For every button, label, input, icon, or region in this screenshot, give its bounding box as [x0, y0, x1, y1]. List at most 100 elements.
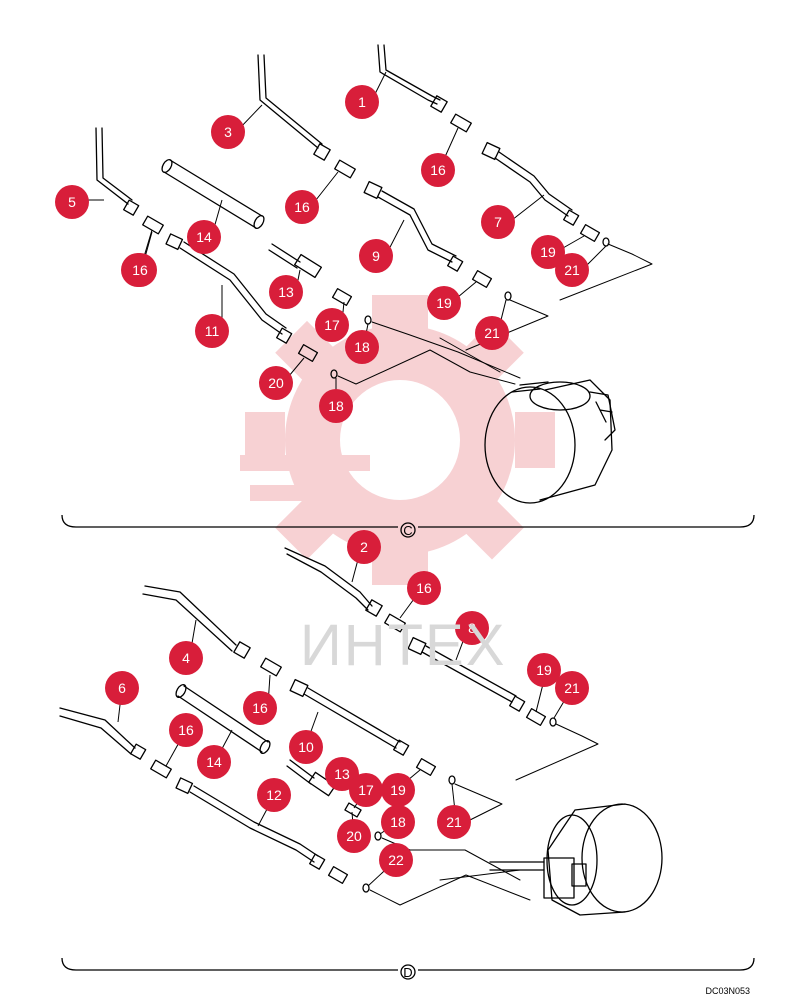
callout-16: 16 — [123, 253, 157, 287]
figure-code: DC03N053 — [705, 986, 750, 996]
callout-14: 14 — [187, 220, 221, 254]
callout-number: 16 — [178, 722, 194, 738]
callout-bubble — [407, 571, 441, 605]
callout-bubble — [345, 330, 379, 364]
hose-13 — [286, 759, 336, 797]
callout-19: 19 — [381, 773, 415, 807]
pipe-2 — [284, 547, 383, 617]
callout-number: 18 — [328, 398, 344, 414]
callout-18: 18 — [319, 389, 353, 423]
callout-number: 4 — [182, 650, 190, 666]
callout-9: 9 — [359, 239, 393, 273]
o-ring-22 — [362, 883, 370, 893]
callout-bubble — [345, 85, 379, 119]
callout-number: 5 — [68, 194, 76, 210]
callout-bubble — [455, 611, 489, 645]
pipe-9 — [363, 180, 464, 272]
watermark-gear-icon — [240, 295, 555, 585]
callout-number: 20 — [346, 828, 362, 844]
callout-bubble — [427, 286, 461, 320]
callout-19: 19 — [531, 235, 565, 269]
callout-bubble — [555, 253, 589, 287]
callout-4: 4 — [169, 641, 203, 675]
pipe-10 — [289, 678, 410, 756]
callout-number: 16 — [430, 162, 446, 178]
callout-bubble — [55, 185, 89, 219]
callout-bubble — [481, 205, 515, 239]
fitting-19 — [415, 758, 437, 776]
callout-bubble — [269, 275, 303, 309]
callout-number: 16 — [252, 700, 268, 716]
callout-bubble — [381, 773, 415, 807]
callout-bubble — [169, 641, 203, 675]
callout-number: 21 — [446, 814, 462, 830]
pipe-5 — [95, 127, 140, 216]
fitting-17 — [331, 288, 353, 306]
callout-number: 21 — [484, 325, 500, 341]
callout-20: 20 — [259, 366, 293, 400]
callout-21: 21 — [475, 316, 509, 350]
callout-16: 16 — [285, 190, 319, 224]
callout-17: 17 — [315, 308, 349, 342]
pipe-12 — [175, 777, 326, 870]
callout-bubble — [359, 239, 393, 273]
callout-bubble — [257, 778, 291, 812]
callout-3: 3 — [211, 115, 245, 149]
callout-bubble — [105, 671, 139, 705]
fitting-20 — [327, 866, 349, 884]
fitting-16 — [450, 113, 472, 133]
callout-number: 21 — [564, 262, 580, 278]
callout-bubble — [285, 190, 319, 224]
callout-number: 14 — [196, 229, 212, 245]
o-ring-21 — [549, 717, 557, 727]
fitting-16 — [384, 613, 406, 633]
callout-number: 13 — [278, 284, 294, 300]
callout-number: 19 — [390, 782, 406, 798]
callout-number: 9 — [372, 248, 380, 264]
watermark-text: ИНТЕХ — [300, 613, 507, 678]
callout-bubble — [123, 253, 157, 287]
callout-19: 19 — [427, 286, 461, 320]
callout-number: 19 — [436, 295, 452, 311]
callout-bubble — [315, 308, 349, 342]
callout-number: 7 — [494, 214, 502, 230]
o-ring-21 — [504, 291, 512, 301]
hose-13 — [268, 243, 323, 279]
section-label-upper: C — [403, 523, 412, 538]
callout-21: 21 — [555, 671, 589, 705]
callout-number: 2 — [360, 539, 368, 555]
pipe-1 — [377, 44, 448, 113]
protector-14 — [175, 683, 271, 755]
o-ring-21 — [448, 775, 456, 785]
callout-bubble — [527, 653, 561, 687]
callout-19: 19 — [527, 653, 561, 687]
callout-1: 1 — [345, 85, 379, 119]
pipe-3 — [257, 54, 331, 161]
callout-bubble — [347, 530, 381, 564]
callout-number: 12 — [266, 787, 282, 803]
callout-bubble — [187, 220, 221, 254]
section-label-lower: D — [403, 965, 412, 980]
callout-bubble — [211, 115, 245, 149]
callout-bubble — [381, 805, 415, 839]
callout-number: 19 — [540, 244, 556, 260]
callout-18: 18 — [381, 805, 415, 839]
callout-bubble — [259, 366, 293, 400]
callout-bubble — [421, 153, 455, 187]
fitting-19 — [579, 224, 601, 242]
pipe-8 — [407, 636, 526, 712]
callout-20: 20 — [337, 819, 371, 853]
callout-bubble — [195, 314, 229, 348]
callout-number: 16 — [294, 199, 310, 215]
o-ring-18 — [374, 831, 382, 841]
fitting-19 — [525, 708, 547, 726]
callout-bubble — [437, 805, 471, 839]
callout-number: 17 — [358, 782, 374, 798]
callout-number: 6 — [118, 680, 126, 696]
callout-11: 11 — [195, 314, 229, 348]
callout-bubble — [555, 671, 589, 705]
protector-14 — [161, 158, 265, 230]
callout-10: 10 — [289, 730, 323, 764]
callout-13: 13 — [269, 275, 303, 309]
